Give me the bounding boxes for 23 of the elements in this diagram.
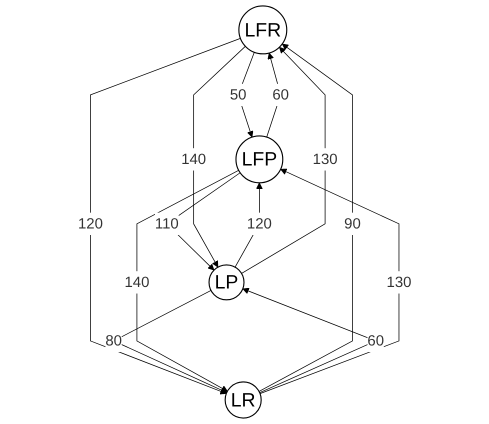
edge-label: 120 [78,216,103,232]
arrow [90,38,241,394]
node-circle: LFR [238,5,288,54]
node-circle: LP [208,264,244,300]
edge-label: 50 [230,86,246,104]
edge-label: 90 [344,216,361,232]
edge-label: 60 [272,86,289,104]
arrow [259,168,400,394]
node-circle: LFP [235,135,284,184]
edge-label: 80 [105,332,122,350]
edge-label: 130 [312,151,338,168]
arrow [240,46,326,274]
arrow [193,46,246,268]
edge-label: 140 [124,274,150,291]
edge-label: 140 [180,151,206,168]
edge-label: 130 [386,274,412,291]
arrow [266,52,281,138]
edge-label: 110 [154,216,179,232]
edge-label: 60 [367,332,384,350]
arrow [136,170,239,392]
edge-label: 120 [246,216,272,232]
node-circle: LR [224,381,262,419]
arrow [258,44,353,392]
